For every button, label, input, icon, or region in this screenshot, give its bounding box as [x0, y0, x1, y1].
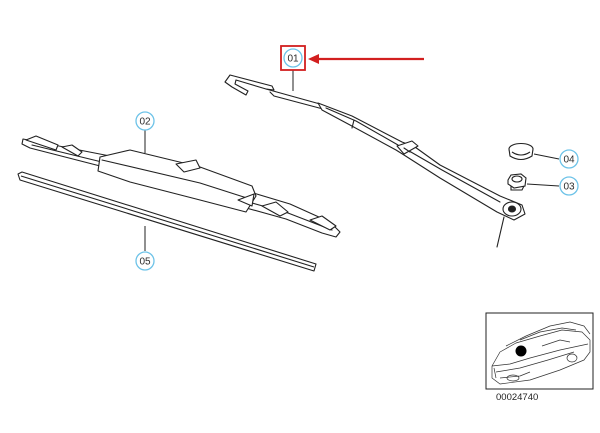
leader-line-04 — [533, 153, 560, 160]
car-thumbnail: 00024740 — [485, 312, 594, 403]
callout-03[interactable]: 03 — [559, 176, 579, 196]
highlight-box-01 — [280, 45, 306, 71]
callout-label-02: 02 — [139, 117, 151, 128]
car-thumbnail-icon — [491, 321, 591, 385]
cover-cap-icon[interactable] — [508, 142, 534, 161]
wiper-blade-refill-icon[interactable] — [17, 171, 317, 272]
location-marker-icon — [515, 345, 527, 357]
wiper-blade-icon[interactable] — [21, 135, 341, 238]
highlight-arrow — [280, 45, 424, 71]
wiper-arm-icon[interactable] — [224, 74, 526, 248]
callout-label-05: 05 — [139, 257, 151, 268]
callout-05[interactable]: 05 — [135, 251, 155, 271]
callout-label-03: 03 — [563, 182, 575, 193]
leader-lines — [144, 70, 560, 251]
nut-icon[interactable] — [507, 173, 527, 191]
callout-label-01: 01 — [287, 54, 299, 65]
red-arrow-head-icon — [308, 54, 319, 64]
callout-02[interactable]: 02 — [135, 111, 155, 131]
diagram-number: 00024740 — [496, 392, 538, 403]
leader-line-03 — [526, 183, 560, 187]
callout-04[interactable]: 04 — [559, 149, 579, 169]
callout-01[interactable]: 01 — [283, 48, 303, 68]
callout-label-04: 04 — [563, 155, 575, 166]
